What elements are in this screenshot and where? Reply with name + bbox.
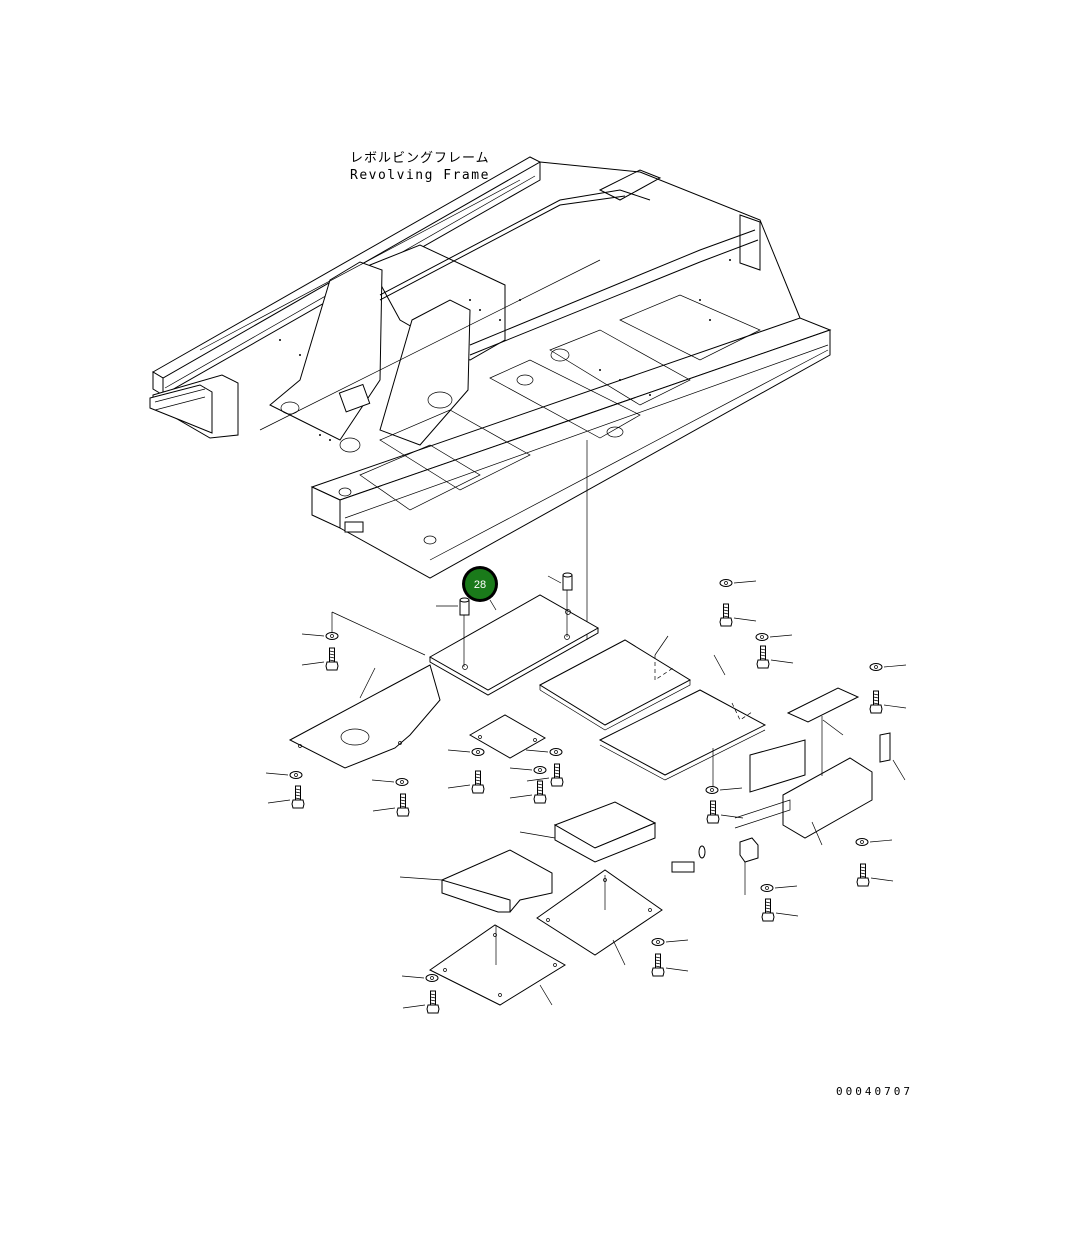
washer bbox=[719, 579, 733, 587]
washer bbox=[705, 786, 719, 794]
drawing-number: 00040707 bbox=[836, 1085, 913, 1098]
callout-28[interactable]: 28 bbox=[462, 566, 498, 602]
washer bbox=[855, 838, 869, 846]
washer bbox=[425, 974, 439, 982]
revolving-frame-drawing bbox=[149, 156, 832, 579]
washer bbox=[471, 748, 485, 756]
frame-title-jp: レボルビングフレーム bbox=[350, 151, 490, 166]
washer bbox=[869, 663, 883, 671]
fastener-set bbox=[265, 579, 907, 1014]
washer bbox=[533, 766, 547, 774]
washer bbox=[395, 778, 409, 786]
plug bbox=[671, 861, 695, 873]
washer bbox=[755, 633, 769, 641]
washer bbox=[760, 884, 774, 892]
washer bbox=[289, 771, 303, 779]
undercover-plates bbox=[288, 572, 906, 1006]
washer bbox=[325, 632, 339, 640]
washer bbox=[549, 748, 563, 756]
frame-title-en: Revolving Frame bbox=[350, 168, 490, 183]
washer bbox=[651, 938, 665, 946]
callout-28-label: 28 bbox=[474, 579, 486, 591]
